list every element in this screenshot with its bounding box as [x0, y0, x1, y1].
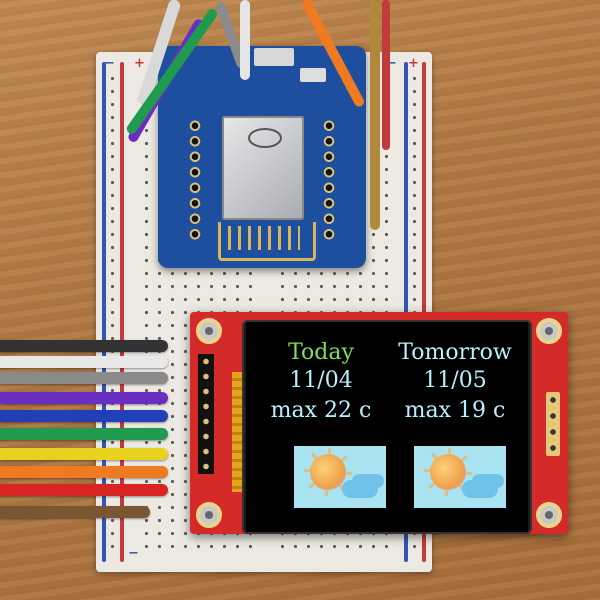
today-temp: max 22 c: [270, 398, 372, 423]
today-title: Today: [288, 340, 354, 365]
rail-red-left: [120, 62, 124, 562]
wire-grey: [0, 372, 168, 384]
wire-blue: [0, 410, 168, 422]
sun-icon: [430, 454, 466, 490]
wire-brown: [370, 0, 380, 230]
cloud-icon: [462, 480, 498, 498]
sun-behind-cloud-icon: [294, 446, 386, 508]
lcd-screen: Today 11/04 max 22 c Tomorrow 11/05 max …: [246, 322, 528, 532]
usb-connector: [254, 48, 294, 66]
tomorrow-column: Tomorrow 11/05 max 19 c: [386, 340, 524, 426]
minus-label: −: [386, 56, 397, 71]
sd-pin-header: [546, 392, 560, 456]
mounting-hole: [196, 502, 222, 528]
tomorrow-date: 11/05: [423, 368, 487, 393]
tomorrow-temp: max 19 c: [404, 398, 506, 423]
wire-green: [0, 428, 168, 440]
mounting-hole: [536, 318, 562, 344]
wire-red: [0, 484, 168, 496]
wire-black: [0, 340, 168, 352]
today-column: Today 11/04 max 22 c: [252, 340, 390, 426]
sun-icon: [310, 454, 346, 490]
wire-red: [382, 0, 390, 150]
today-date: 11/04: [289, 368, 353, 393]
plus-label: +: [408, 56, 419, 71]
pin-header-right: [322, 118, 336, 244]
esp8266-module: [222, 116, 304, 220]
wire-white-2: [240, 0, 250, 80]
minus-label: −: [104, 56, 115, 71]
mounting-hole: [536, 502, 562, 528]
pcb-antenna: [218, 222, 316, 261]
plus-label: +: [134, 56, 145, 71]
wifi-logo-icon: [248, 128, 282, 148]
flex-cable: [232, 372, 244, 492]
pcb-antenna-trace: [228, 226, 300, 250]
lcd-pin-header: [198, 354, 214, 474]
wire-purple: [0, 392, 168, 404]
rail-blue-left: [102, 62, 106, 562]
sun-behind-cloud-icon: [414, 446, 506, 508]
pin-header-left: [188, 118, 202, 244]
wemos-d1-mini-board: [158, 46, 366, 268]
wire-orange: [0, 466, 168, 478]
wire-yellow: [0, 448, 168, 460]
minus-label: −: [128, 546, 139, 561]
tomorrow-title: Tomorrow: [398, 340, 512, 365]
power-holes-left: [106, 72, 120, 552]
reset-button: [300, 68, 326, 82]
mounting-hole: [196, 318, 222, 344]
wire-white: [0, 356, 168, 368]
wire-brown: [0, 506, 150, 518]
cloud-icon: [342, 480, 378, 498]
